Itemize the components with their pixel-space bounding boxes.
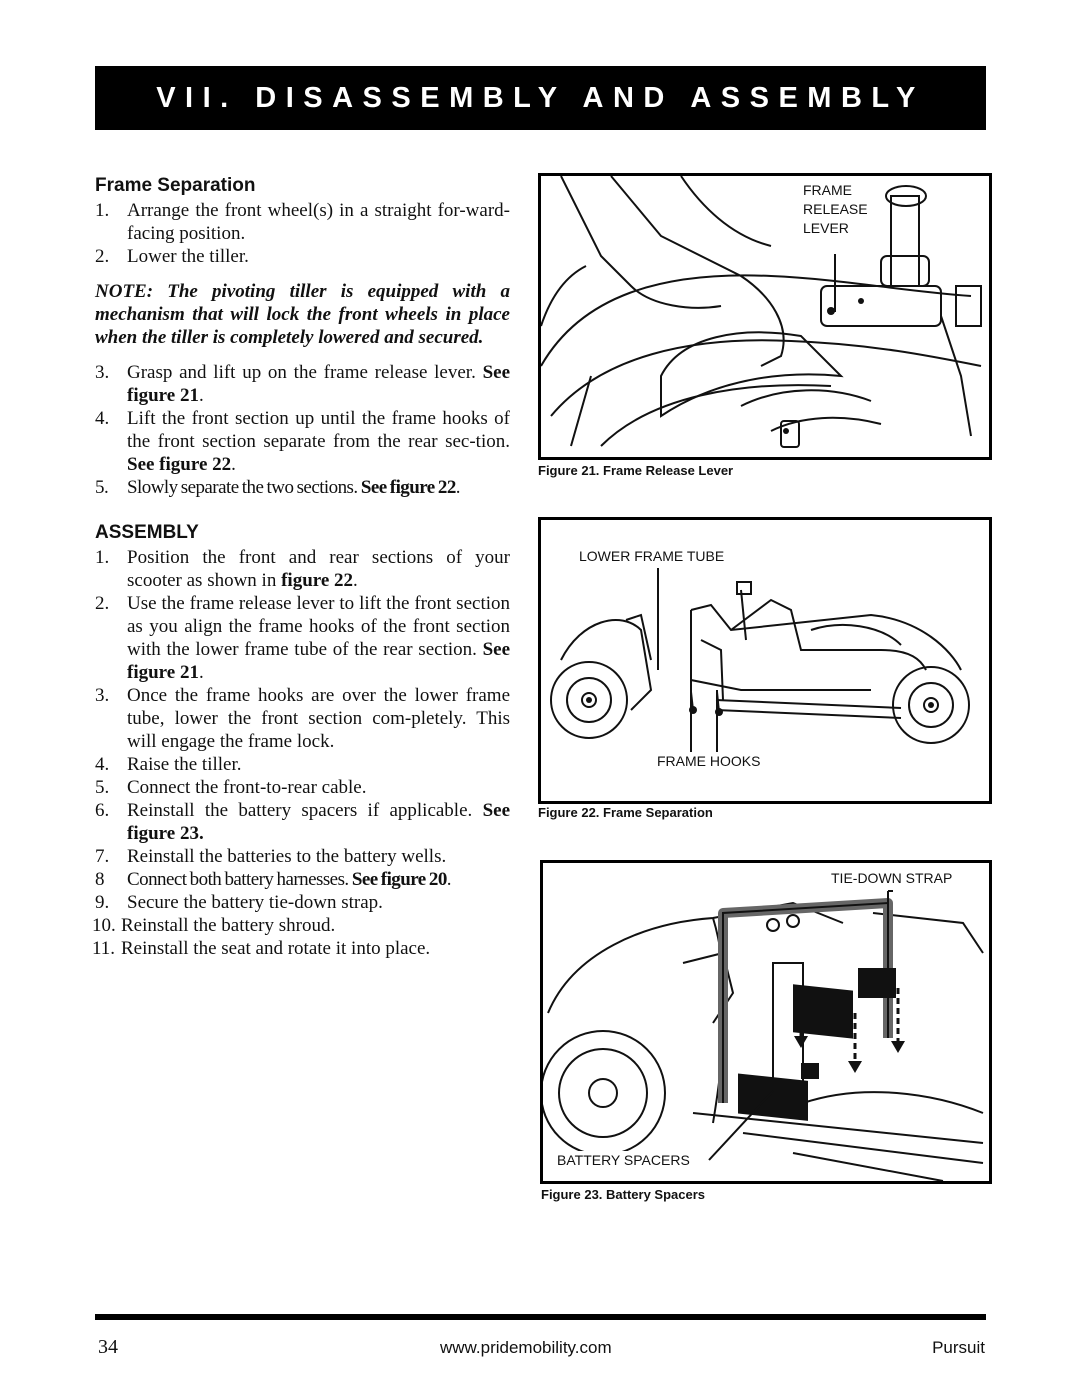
- frame-separation-heading: Frame Separation: [95, 175, 256, 196]
- list-item: 2.Use the frame release lever to lift th…: [95, 593, 511, 683]
- product-name: Pursuit: [932, 1338, 985, 1357]
- list-item: 4.Raise the tiller.: [95, 754, 242, 775]
- assembly-heading: ASSEMBLY: [95, 522, 199, 543]
- frame-release-lever-label: FRAME RELEASE LEVER: [803, 182, 868, 236]
- lower-frame-tube-label: LOWER FRAME TUBE: [579, 547, 725, 566]
- list-item: 3.Once the frame hooks are over the lowe…: [95, 685, 510, 752]
- page-number: 34: [98, 1336, 118, 1358]
- frame-separation-steps-continued: 3.Grasp and lift up on the frame release…: [95, 361, 510, 499]
- scooter-tiller-illustration: [541, 176, 982, 448]
- list-item: 2.Lower the tiller.: [95, 246, 249, 267]
- tie-down-strap-label: TIE-DOWN STRAP: [831, 869, 953, 888]
- figure-21-caption: Figure 21. Frame Release Lever: [538, 463, 734, 478]
- figure-23-battery-spacers: TIE-DOWN STRAP BATTERY SPACERS: [540, 860, 992, 1184]
- section-title-banner: VII. DISASSEMBLY AND ASSEMBLY: [95, 66, 986, 130]
- footer-rule: [95, 1314, 986, 1320]
- instructions-column: Frame Separation 1.Arrange the front whe…: [92, 170, 511, 960]
- list-item: 5.Slowly separate the two sections. See …: [95, 477, 461, 498]
- frame-separation-steps: 1.Arrange the front wheel(s) in a straig…: [95, 199, 510, 268]
- list-item: 9.Secure the battery tie-down strap.: [95, 892, 383, 913]
- frame-hooks-label: FRAME HOOKS: [657, 752, 761, 771]
- scooter-separation-illustration: [550, 568, 970, 752]
- list-item: 1.Arrange the front wheel(s) in a straig…: [95, 200, 510, 244]
- section-title: VII. DISASSEMBLY AND ASSEMBLY: [156, 81, 925, 114]
- list-item: 6.Reinstall the battery spacers if appli…: [95, 800, 511, 844]
- figure-23-caption: Figure 23. Battery Spacers: [541, 1187, 706, 1202]
- assembly-steps: 1.Position the front and rear sections o…: [92, 546, 511, 960]
- list-item: 11.Reinstall the seat and rotate it into…: [92, 938, 431, 959]
- battery-well-illustration: [543, 890, 984, 1181]
- list-item: 10.Reinstall the battery shroud.: [92, 915, 336, 936]
- list-item: 4.Lift the front section up until the fr…: [95, 408, 510, 475]
- list-item: 3.Grasp and lift up on the frame release…: [95, 362, 511, 406]
- list-item: 1.Position the front and rear sections o…: [95, 547, 510, 591]
- tiller-note: NOTE: The pivoting tiller is equipped wi…: [95, 281, 510, 348]
- figure-22-frame-separation: LOWER FRAME TUBE FRAME HOOKS: [538, 517, 992, 804]
- figure-21-frame-release-lever: FRAME RELEASE LEVER: [538, 173, 992, 460]
- list-item: 7.Reinstall the batteries to the battery…: [95, 846, 447, 867]
- figure-22-caption: Figure 22. Frame Separation: [538, 805, 713, 820]
- battery-spacers-label: BATTERY SPACERS: [557, 1151, 690, 1170]
- list-item: 5.Connect the front-to-rear cable.: [95, 777, 367, 798]
- website-link[interactable]: www.pridemobility.com: [440, 1338, 612, 1357]
